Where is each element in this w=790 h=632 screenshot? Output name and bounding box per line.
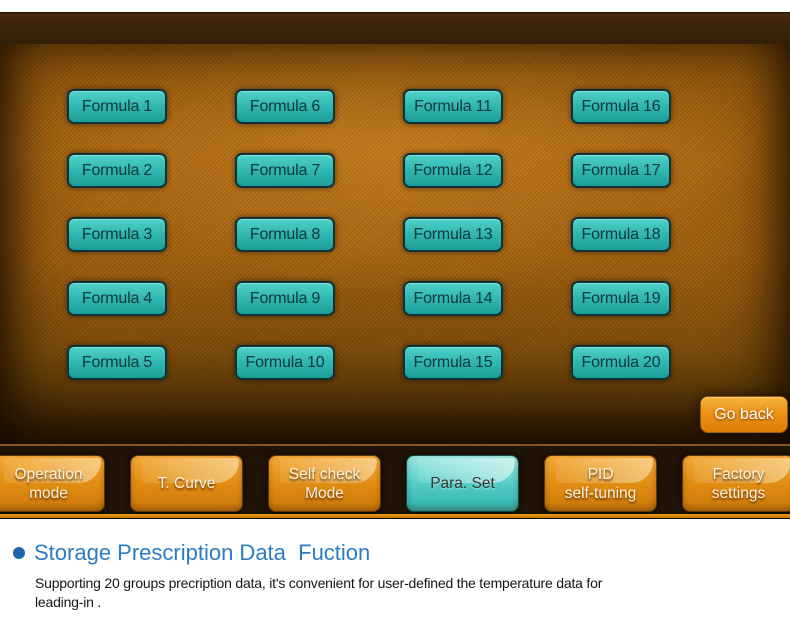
caption-title: Storage Prescription Data Fuction xyxy=(34,540,371,565)
formula-button-15[interactable]: Formula 15 xyxy=(403,345,503,380)
formula-button-6[interactable]: Formula 6 xyxy=(235,89,335,124)
formula-button-8[interactable]: Formula 8 xyxy=(235,217,335,252)
caption-section: Storage Prescription Data Fuction Suppor… xyxy=(0,519,790,632)
caption-title-row: Storage Prescription Data Fuction xyxy=(13,540,370,566)
caption-body-line-2: leading-in . xyxy=(35,594,102,610)
tab-label-line: Operation xyxy=(14,465,83,483)
tab-label-line: Self check xyxy=(288,465,361,483)
formula-button-4[interactable]: Formula 4 xyxy=(67,281,167,316)
formula-button-19[interactable]: Formula 19 xyxy=(571,281,671,316)
tab-label-line: PID xyxy=(587,465,614,483)
device-panel: Formula 1 Formula 2 Formula 3 Formula 4 … xyxy=(0,12,790,519)
formula-button-2[interactable]: Formula 2 xyxy=(67,153,167,188)
formula-button-11[interactable]: Formula 11 xyxy=(403,89,503,124)
formula-grid: Formula 1 Formula 2 Formula 3 Formula 4 … xyxy=(67,89,671,380)
tab-label-line: Mode xyxy=(305,484,344,502)
formula-button-18[interactable]: Formula 18 xyxy=(571,217,671,252)
formula-button-7[interactable]: Formula 7 xyxy=(235,153,335,188)
bottom-nav-bar: Operation mode T. Curve Self check Mode … xyxy=(0,446,790,513)
tab-t-curve[interactable]: T. Curve xyxy=(130,455,243,512)
formula-button-10[interactable]: Formula 10 xyxy=(235,345,335,380)
bottom-nav-row: Operation mode T. Curve Self check Mode … xyxy=(0,455,790,512)
tab-para-set[interactable]: Para. Set xyxy=(406,455,519,512)
tab-label-line: self-tuning xyxy=(564,484,637,502)
panel-bottom-strip xyxy=(0,513,790,519)
tab-label-line: Para. Set xyxy=(430,475,495,492)
tab-label-line: mode xyxy=(29,484,68,502)
panel-top-band xyxy=(0,12,790,44)
tab-factory-settings[interactable]: Factory settings xyxy=(682,455,790,512)
formula-button-3[interactable]: Formula 3 xyxy=(67,217,167,252)
tab-pid-self-tuning[interactable]: PID self-tuning xyxy=(544,455,657,512)
formula-button-14[interactable]: Formula 14 xyxy=(403,281,503,316)
formula-button-12[interactable]: Formula 12 xyxy=(403,153,503,188)
caption-body: Supporting 20 groups precription data, i… xyxy=(35,574,602,612)
tab-self-check-mode[interactable]: Self check Mode xyxy=(268,455,381,512)
bullet-icon xyxy=(13,547,25,559)
tab-label-line: Factory xyxy=(712,465,765,483)
formula-button-13[interactable]: Formula 13 xyxy=(403,217,503,252)
go-back-button[interactable]: Go back xyxy=(700,396,788,433)
tab-operation-mode[interactable]: Operation mode xyxy=(0,455,105,512)
tab-label-line: T. Curve xyxy=(157,475,216,492)
formula-button-16[interactable]: Formula 16 xyxy=(571,89,671,124)
caption-body-line-1: Supporting 20 groups precription data, i… xyxy=(35,575,603,591)
formula-button-5[interactable]: Formula 5 xyxy=(67,345,167,380)
formula-button-17[interactable]: Formula 17 xyxy=(571,153,671,188)
formula-button-9[interactable]: Formula 9 xyxy=(235,281,335,316)
formula-button-20[interactable]: Formula 20 xyxy=(571,345,671,380)
formula-screen: Formula 1 Formula 2 Formula 3 Formula 4 … xyxy=(0,44,790,446)
tab-label-line: settings xyxy=(711,484,766,502)
formula-button-1[interactable]: Formula 1 xyxy=(67,89,167,124)
